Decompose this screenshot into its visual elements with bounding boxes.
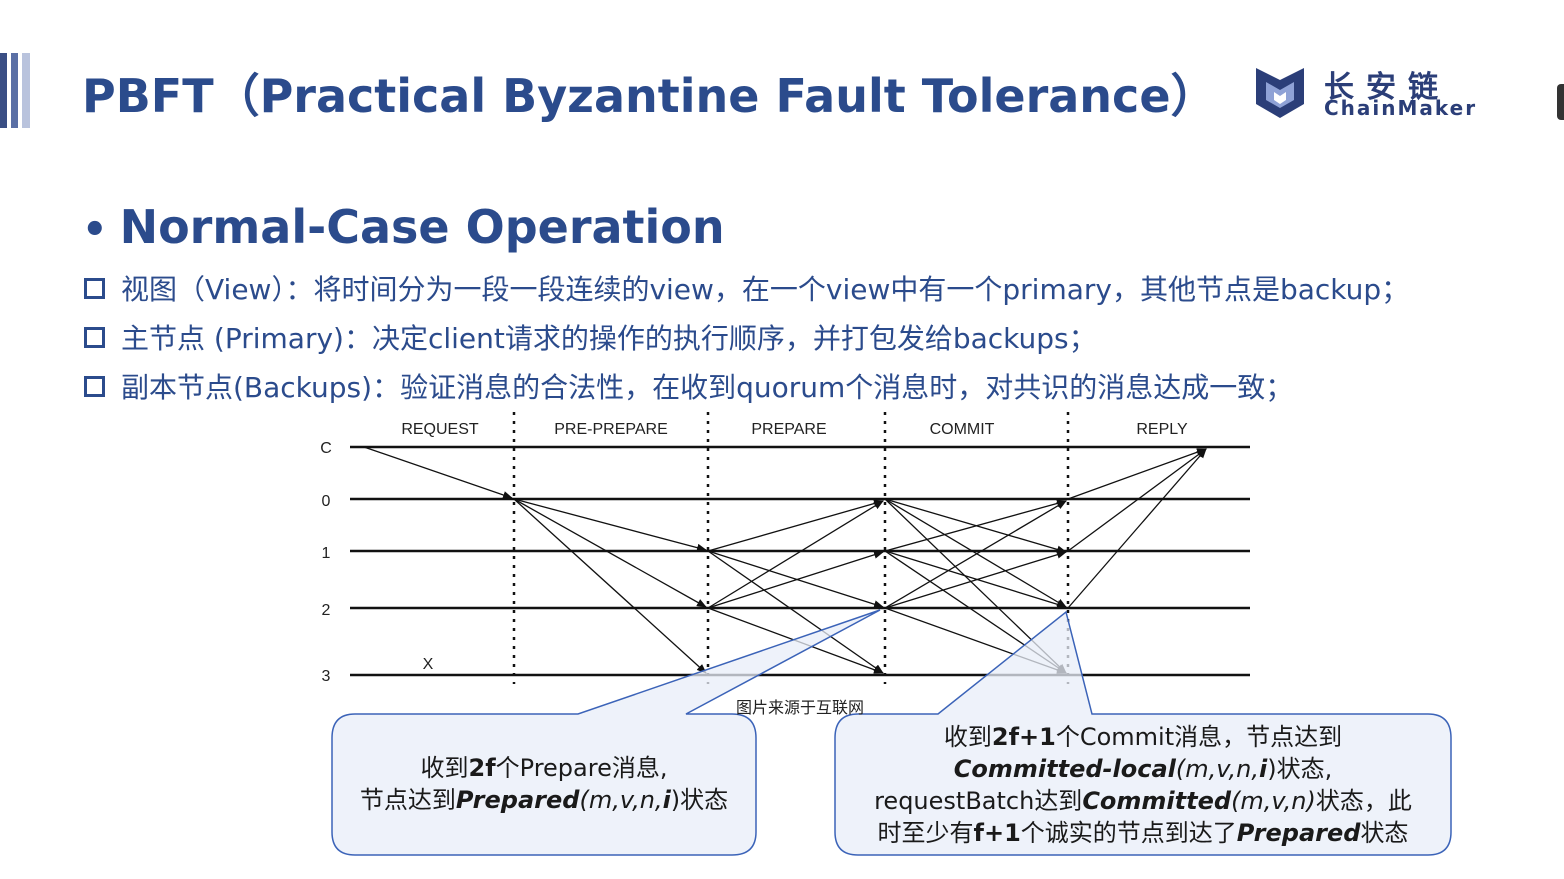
message-arrow: [1067, 448, 1207, 609]
message-arrow: [363, 446, 513, 499]
callout-bold-italic-text: Prepared: [1236, 819, 1361, 847]
accent-bar: [22, 53, 30, 128]
callout-line: 时至少有f+1个诚实的节点到达了Prepared状态: [835, 817, 1451, 849]
callout-line: 收到2f个Prepare消息,: [332, 752, 756, 784]
square-bullet-icon: [84, 326, 105, 348]
callout-right-text: 收到2f+1个Commit消息，节点达到 Committed-local(m,v…: [835, 721, 1451, 849]
callout-italic-text: (m,v,n,: [1175, 755, 1259, 783]
message-arrow: [884, 500, 1067, 609]
callout-text: 个Commit消息，节点达到: [1055, 723, 1343, 751]
message-arrow: [884, 498, 1067, 608]
chainmaker-logo: 长安链 ChainMaker: [1252, 62, 1502, 122]
callout-bold-text: 2f: [468, 754, 496, 782]
square-bullet-icon: [84, 277, 105, 299]
callout-line: Committed-local(m,v,n,i)状态,: [835, 753, 1451, 785]
message-arrow: [884, 550, 1067, 609]
message-arrow: [707, 499, 884, 552]
callout-bold-text: f+1: [973, 819, 1021, 847]
bullet-item: 视图（View）：将时间分为一段一段连续的view，在一个view中有一个pri…: [84, 268, 1409, 308]
section-heading: •Normal-Case Operation: [82, 200, 725, 254]
callout-text: 个Prepare消息,: [495, 754, 668, 782]
phase-label: COMMIT: [930, 421, 995, 438]
callout-line: 节点达到Prepared(m,v,n,i)状态: [332, 784, 756, 816]
phase-label: REPLY: [1136, 421, 1188, 438]
callout-line: 收到2f+1个Commit消息，节点达到: [835, 721, 1451, 753]
phase-label: REQUEST: [401, 421, 479, 438]
message-arrow: [513, 498, 707, 552]
bullet-item: 主节点 (Primary)：决定client请求的操作的执行顺序，并打包发给ba…: [84, 317, 1097, 357]
callout-line: requestBatch达到Committed(m,v,n)状态，此: [835, 785, 1451, 817]
phase-label: PREPARE: [751, 421, 826, 438]
image-source-caption: 图片来源于互联网: [736, 698, 865, 717]
callout-bold-italic-text: Committed-local: [953, 755, 1176, 783]
accent-bar: [0, 53, 7, 128]
bullet-text: 副本节点(Backups)：验证消息的合法性，在收到quorum个消息时，对共识…: [121, 371, 1294, 404]
callout-bold-text: 2f+1: [991, 723, 1056, 751]
message-arrow: [707, 500, 884, 609]
callout-text: 状态: [1360, 819, 1409, 847]
message-arrow: [1067, 448, 1207, 500]
callout-bold-italic-text: Prepared: [455, 786, 580, 814]
logo-chinese-name: 长安链: [1324, 70, 1450, 105]
phase-label: PRE-PREPARE: [554, 421, 668, 438]
callout-bold-italic-text: i: [1258, 755, 1268, 783]
message-arrow: [513, 498, 707, 674]
node-label: 1: [322, 545, 331, 562]
callout-bold-italic-text: i: [662, 786, 671, 814]
message-arrow: [884, 550, 1067, 609]
message-arrow: [707, 550, 884, 674]
message-arrow: [513, 498, 707, 608]
bullet-text: 视图（View）：将时间分为一段一段连续的view，在一个view中有一个pri…: [121, 273, 1410, 306]
logo-english-name: ChainMaker: [1324, 96, 1478, 120]
node-label: C: [320, 440, 332, 457]
node-label: 3: [322, 668, 331, 685]
callout-text: 状态，此: [1315, 787, 1412, 815]
message-arrow: [707, 550, 884, 609]
bullet-item: 副本节点(Backups)：验证消息的合法性，在收到quorum个消息时，对共识…: [84, 366, 1293, 406]
callout-text: 收到: [943, 723, 992, 751]
bullet-dot: •: [82, 207, 108, 253]
square-bullet-icon: [84, 375, 105, 397]
chainmaker-logo-icon: [1256, 68, 1304, 118]
callout-italic-text: (m,v,n): [1231, 787, 1316, 815]
accent-bar: [11, 53, 18, 128]
callout-italic-text: (m,v,n,: [579, 786, 663, 814]
callout-bubble: [834, 610, 1452, 856]
message-arrow: [707, 550, 884, 609]
callout-text: 节点达到: [359, 786, 456, 814]
node-label: 0: [322, 493, 331, 510]
callout-bubble: [331, 609, 881, 856]
callout-text: 时至少有: [877, 819, 974, 847]
faulty-marker: X: [423, 656, 434, 673]
scroll-handle[interactable]: [1557, 84, 1564, 120]
callout-text: )状态,: [1267, 755, 1333, 783]
message-arrow: [1067, 448, 1207, 552]
callout-text: requestBatch达到: [874, 787, 1083, 815]
message-arrow: [884, 499, 1067, 552]
slide-title: PBFT（Practical Byzantine Fault Tolerance…: [82, 69, 1217, 123]
callout-text: )状态: [670, 786, 729, 814]
callout-text: 个诚实的节点到达了: [1020, 819, 1237, 847]
section-heading-text: Normal-Case Operation: [119, 200, 725, 254]
callout-bold-italic-text: Committed: [1082, 787, 1232, 815]
callout-text: 收到: [420, 754, 469, 782]
node-label: 2: [322, 602, 331, 619]
bullet-text: 主节点 (Primary)：决定client请求的操作的执行顺序，并打包发给ba…: [121, 322, 1097, 355]
callout-left-text: 收到2f个Prepare消息, 节点达到Prepared(m,v,n,i)状态: [332, 752, 756, 816]
